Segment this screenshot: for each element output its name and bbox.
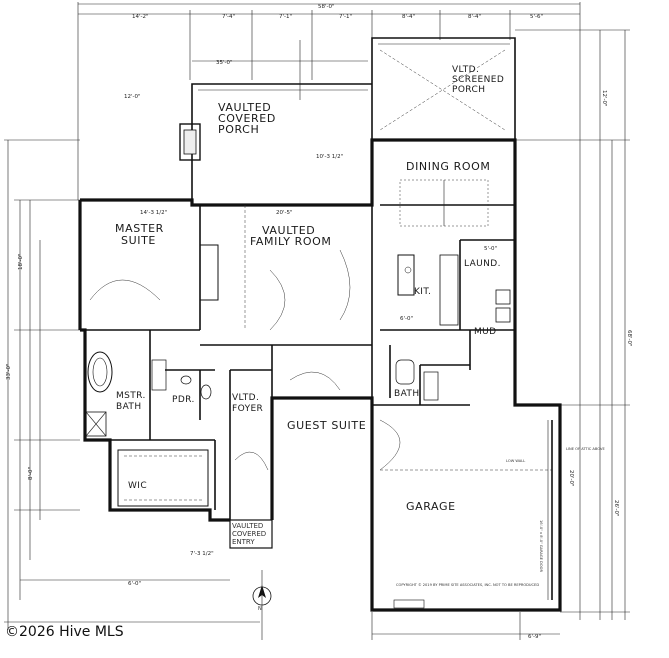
right-68-dim: 68'-0" [626,330,632,347]
family-room-line1: VAULTED [262,224,315,237]
garage-details [379,419,553,609]
mstr-bath-label: MSTR. BATH [116,391,146,412]
kitchen-island [397,254,459,326]
dining-room-details [399,179,489,227]
mls-watermark: ©2026 Hive MLS [5,624,124,640]
family-room-details [199,205,351,331]
dim-seg-2: 7'-4" [222,14,235,20]
covered-porch-walls [179,83,372,200]
master-suite-line1: MASTER [115,222,164,235]
master-bath-fixtures [85,351,167,437]
north-label: N [258,606,262,612]
hall-bath-fixtures [395,359,439,401]
family-room-line2: FAMILY ROOM [250,235,332,248]
right-12-dim: 12'-0" [601,90,607,107]
powder-label: PDR. [172,395,195,405]
vaulted-covered-porch-label: VAULTED COVERED PORCH [218,101,276,136]
dim-seg-6: 8'-4" [468,14,481,20]
right-dimension-lines [515,29,630,620]
right-26-dim: 26'-0" [613,500,619,517]
foyer-door-arc [234,451,269,471]
mud-label: MUD [474,327,496,337]
foyer-line2: FOYER [232,404,263,414]
left-18-dim: 18'-0" [18,253,24,270]
dim-seg-5: 8'-4" [402,14,415,20]
entry-dim: 7'-3 1/2" [190,551,214,557]
family-dim: 20'-5" [276,210,293,216]
dim-seg-1: 14'-2" [132,14,149,20]
entry-outline [229,519,273,549]
garage-dim: 20'-0" [568,470,574,487]
screened-porch-line2: SCREENED [452,75,504,85]
bottom-6-dim: 6'-0" [128,581,141,587]
left-dimension-lines [4,139,260,630]
wic-outline [117,449,209,507]
kitchen-label: KIT. [414,287,431,297]
north-arrow-icon [252,570,272,640]
kit-dim: 6'-0" [400,316,413,322]
top-segment-dims: 14'-2" 7'-4" 7'-1" 7'-1" 8'-4" 8'-4" 5'-… [132,14,543,20]
screened-porch-line3: PORCH [452,85,485,95]
screened-porch-walls [371,37,516,140]
master-door-arc [89,279,161,301]
laundry-label: LAUND. [464,259,501,269]
vltd-foyer-label: VLTD. FOYER [232,393,263,414]
dim-seg-3: 7'-1" [279,14,292,20]
interior-walls [80,204,515,520]
master-suite-line2: SUITE [121,234,156,247]
dim-seg-7: 5'-6" [530,14,543,20]
bottom-dimension-lines [20,579,560,640]
garage-door-note: 16'-0" x 8'-0" GARAGE DOOR [539,520,543,572]
hall-bath-label: BATH [394,389,420,399]
powder-fixtures [180,375,212,400]
master-dim: 14'-3 1/2" [140,210,167,216]
covered-porch-line2: COVERED [218,112,276,125]
covered-porch-line3: PORCH [218,123,259,136]
left-8-dim: 8'-0" [28,467,34,480]
left-12-dim: 12'-0" [124,94,141,100]
entry-line1: VAULTED [232,522,263,530]
guest-suite-label: GUEST SUITE [287,419,366,432]
entry-line3: ENTRY [232,538,255,546]
garage-label: GARAGE [406,500,456,513]
mstr-bath-line1: MSTR. [116,391,146,401]
mstr-bath-line2: BATH [116,402,142,412]
wic-label: WIC [128,481,147,491]
low-wall-note: LOW WALL [506,459,525,463]
laund-dim: 5'-0" [484,246,497,252]
copyright-note: COPYRIGHT © 2019 BY PRIME SITE ASSOCIATE… [396,583,539,587]
master-suite-label: MASTER SUITE [115,222,164,247]
attic-note: LINE OF ATTIC ABOVE [566,447,606,451]
dining-dim: 10'-3 1/2" [316,154,343,160]
foyer-line1: VLTD. [232,393,259,403]
bottom-6b-dim: 6'-9" [528,634,541,640]
top-dimension-lines [77,2,581,620]
vltd-screened-porch-label: VLTD. SCREENED PORCH [452,65,504,95]
left-33-dim: 33'-0" [6,363,12,380]
porch-width-dim: 35'-0" [216,60,233,66]
entry-line2: COVERED [232,530,266,538]
covered-porch-line1: VAULTED [218,101,271,114]
dining-room-label: DINING ROOM [406,160,491,173]
laundry-appliances [495,289,511,323]
overall-width-dim: 58'-0" [318,4,335,10]
vaulted-covered-entry-label: VAULTED COVERED ENTRY [232,522,266,546]
vaulted-family-room-label: VAULTED FAMILY ROOM [250,224,332,248]
screened-porch-line1: VLTD. [452,65,479,75]
dim-seg-4: 7'-1" [339,14,352,20]
guest-door-arc [289,371,341,391]
